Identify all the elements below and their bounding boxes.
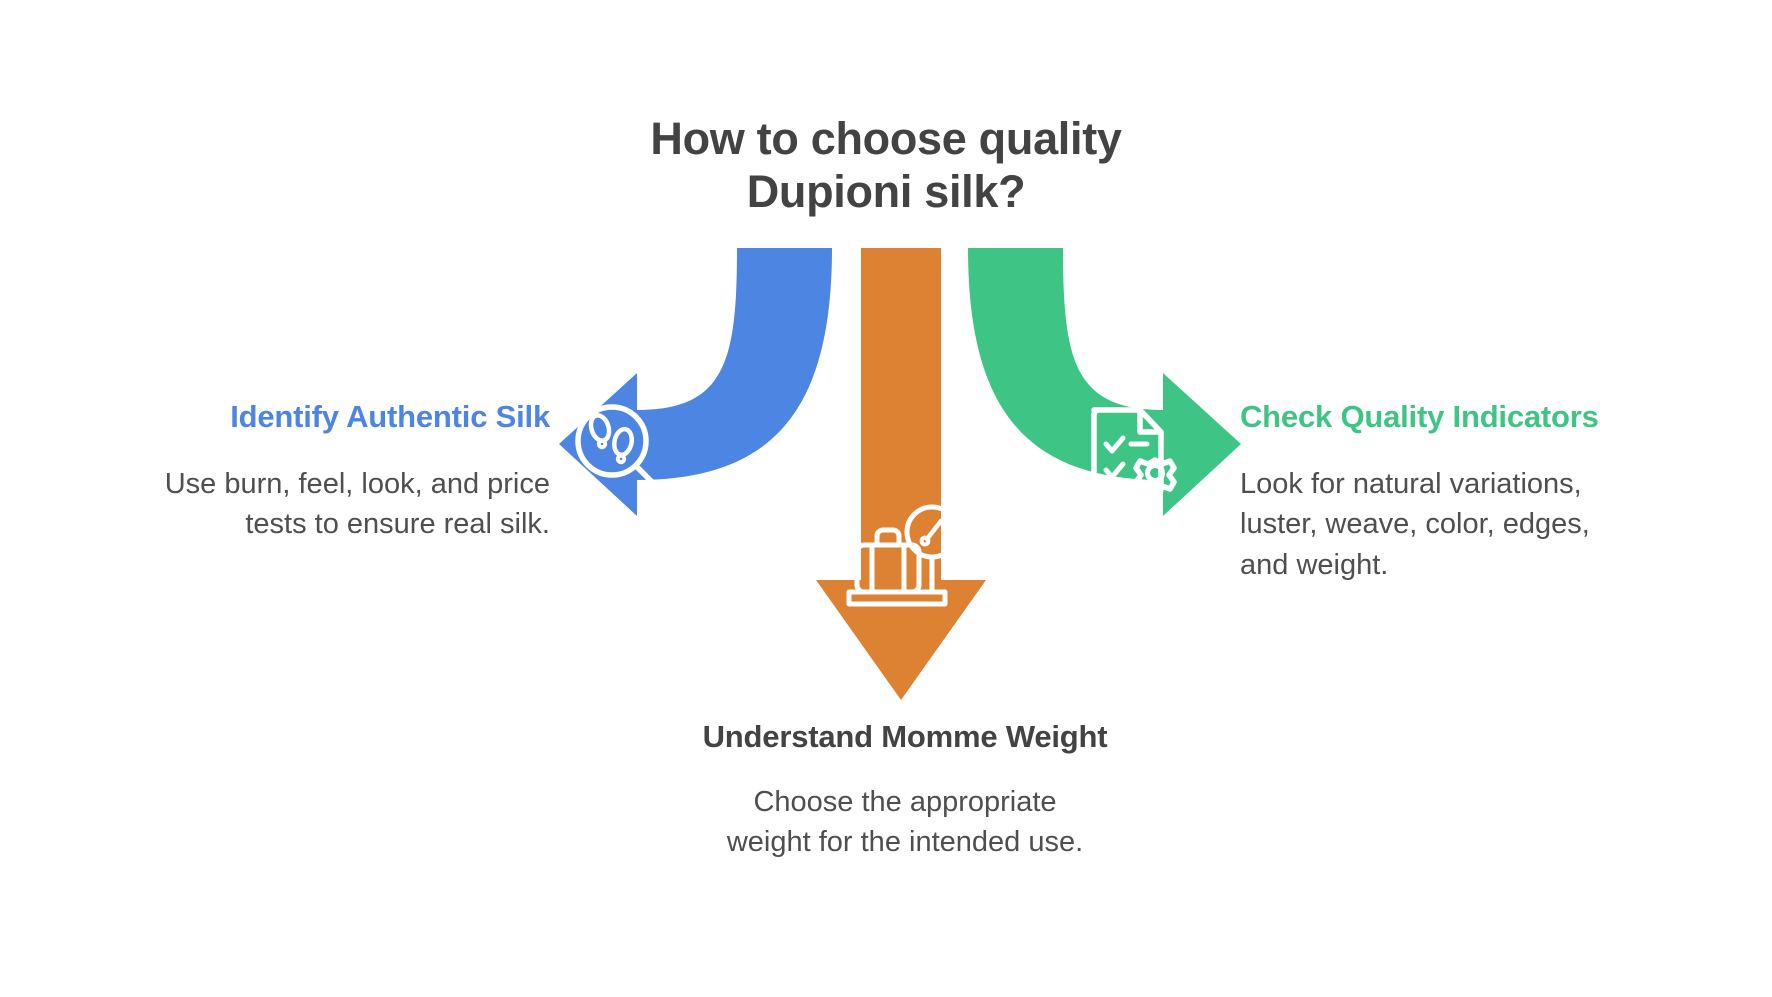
- branch-right-body-line-1: Look for natural variations,: [1240, 467, 1582, 500]
- branch-right-heading: Check Quality Indicators: [1240, 399, 1599, 434]
- luggage-weight-scale-icon: [846, 504, 960, 607]
- arrow-down-orange: [816, 248, 986, 700]
- arrow-left-blue: [559, 248, 832, 516]
- branch-right-body: Look for natural variations, luster, wea…: [1240, 464, 1760, 586]
- page-title: How to choose quality Dupioni silk?: [0, 112, 1772, 218]
- branch-right-body-line-2: luster, weave, color, edges,: [1240, 508, 1590, 541]
- page-title-line-1: How to choose quality: [650, 113, 1122, 164]
- three-way-arrow-diagram: [555, 248, 1255, 700]
- branch-bottom-body-line-2: weight for the intended use.: [726, 826, 1084, 859]
- branch-bottom-body: Choose the appropriate weight for the in…: [540, 782, 1270, 863]
- checklist-gear-icon: [1091, 407, 1177, 497]
- branch-left-text-block: Identify Authentic Silk Use burn, feel, …: [10, 398, 550, 545]
- page-title-line-2: Dupioni silk?: [746, 166, 1026, 218]
- branch-left-body: Use burn, feel, look, and price tests to…: [10, 464, 550, 545]
- magnifier-silk-fibers-icon: [575, 404, 661, 491]
- branch-left-body-line-1: Use burn, feel, look, and price: [164, 467, 550, 500]
- branch-bottom-body-line-1: Choose the appropriate: [753, 785, 1057, 818]
- arrow-right-green: [968, 248, 1241, 516]
- branch-bottom-heading: Understand Momme Weight: [702, 719, 1108, 754]
- branch-right-text-block: Check Quality Indicators Look for natura…: [1240, 398, 1760, 586]
- branch-left-body-line-2: tests to ensure real silk.: [245, 508, 550, 541]
- branch-bottom-text-block: Understand Momme Weight Choose the appro…: [540, 718, 1270, 863]
- branch-left-heading: Identify Authentic Silk: [230, 399, 550, 434]
- branch-right-body-line-3: and weight.: [1240, 549, 1389, 581]
